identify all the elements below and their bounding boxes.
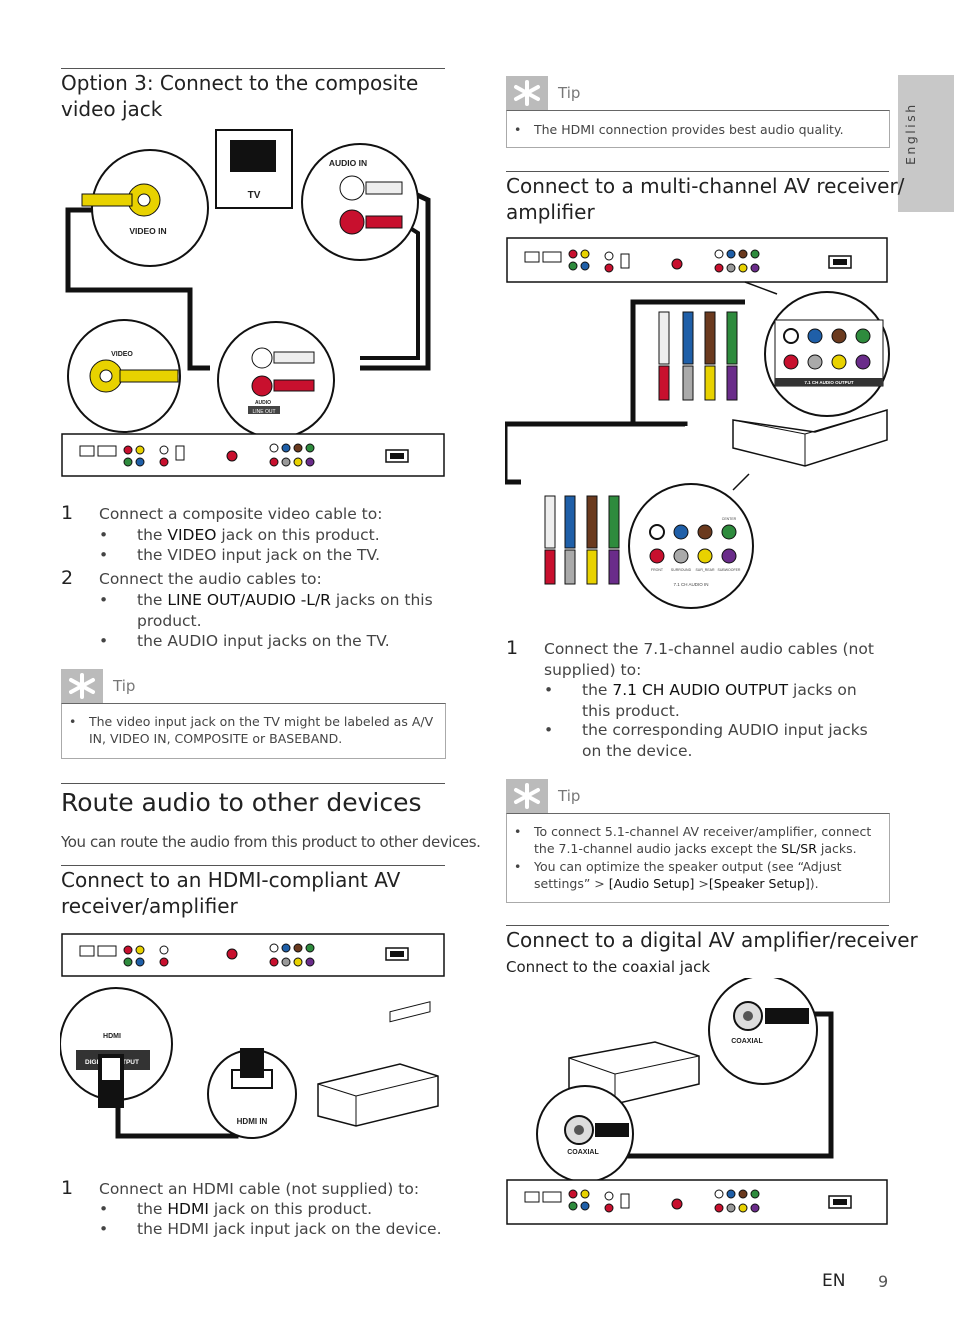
composite-connection-diagram: TV VIDEO IN AUDIO IN VIDEO AUDIO LINE OU… <box>61 129 445 477</box>
route-audio-intro: You can route the audio from this produc… <box>61 833 481 851</box>
composite-step-2-bullet-2: • the AUDIO input jacks on the TV. <box>99 632 390 650</box>
video-label: VIDEO <box>111 351 133 358</box>
surround-label: SURROUND <box>671 568 692 572</box>
tv-label: TV <box>248 190 261 201</box>
footer-language: EN <box>822 1271 846 1291</box>
audio-label: AUDIO <box>255 400 271 406</box>
center-label: CENTER <box>722 517 737 521</box>
multichannel-tip: Tip • To connect 5.1-channel AV receiver… <box>506 779 890 903</box>
section-rule <box>506 171 889 172</box>
tip-icon <box>61 669 103 703</box>
sur-rear-label: SUR_REAR <box>695 568 715 572</box>
composite-step-2: 2 Connect the audio cables to: <box>61 567 322 589</box>
ch-audio-output-label: 7.1 CH AUDIO OUTPUT <box>804 380 854 385</box>
multichannel-heading: Connect to a multi-channel AV receiver/ … <box>506 174 905 224</box>
hdmi-tip: Tip • The HDMI connection provides best … <box>506 76 890 148</box>
tip-icon <box>506 779 548 813</box>
coaxial-subheading: Connect to the coaxial jack <box>506 958 711 976</box>
video-in-label: VIDEO IN <box>129 226 166 236</box>
hdmi-in-label: HDMI IN <box>237 1117 268 1126</box>
tip-item: • You can optimize the speaker output (s… <box>514 859 842 891</box>
hdmi-connection-diagram: HDMI DIGITAL OUTPUT HDMI IN <box>60 933 445 1139</box>
subwoofer-label: SUBWOOFER <box>718 568 741 572</box>
digital-heading: Connect to a digital AV amplifier/receiv… <box>506 928 918 952</box>
tip-item: • To connect 5.1-channel AV receiver/amp… <box>514 824 872 856</box>
tip-label: Tip <box>558 84 581 102</box>
section-rule <box>61 783 445 784</box>
section-rule <box>506 925 889 926</box>
language-tab-label: English <box>903 102 918 165</box>
hdmi-logo-label: HDMI <box>103 1033 121 1040</box>
composite-step-1-bullet-1: • the VIDEO jack on this product. <box>99 526 380 544</box>
coaxial-player-label: COAXIAL <box>567 1149 599 1156</box>
hdmi-step-1-bullet-2: • the HDMI jack input jack on the device… <box>99 1220 442 1238</box>
audio-in-label: AUDIO IN <box>329 158 367 168</box>
hdmi-step-1-bullet-1: • the HDMI jack on this product. <box>99 1200 373 1218</box>
composite-step-1: 1 Connect a composite video cable to: <box>61 502 383 524</box>
composite-heading: Option 3: Connect to the composite video… <box>61 71 419 121</box>
page-number: 9 <box>878 1272 889 1291</box>
hdmi-step-1: 1 Connect an HDMI cable (not supplied) t… <box>61 1177 420 1199</box>
multichannel-connection-diagram: 7.1 CH AUDIO OUTPUT CENTER FRONT SURROUN… <box>505 237 890 609</box>
tip-icon <box>506 76 548 110</box>
route-audio-heading: Route audio to other devices <box>61 788 422 817</box>
tip-label: Tip <box>113 677 136 695</box>
section-rule <box>61 68 445 69</box>
section-rule <box>61 865 445 866</box>
hdmi-heading: Connect to an HDMI-compliant AV receiver… <box>61 868 401 918</box>
language-tab <box>898 75 954 212</box>
composite-tip: Tip • The video input jack on the TV mig… <box>61 669 446 759</box>
coaxial-receiver-label: COAXIAL <box>731 1038 763 1045</box>
multichannel-step-1: 1 Connect the 7.1-channel audio cables (… <box>506 637 874 679</box>
front-label: FRONT <box>651 568 664 572</box>
ch-audio-in-label: 7.1 CH AUDIO IN <box>673 582 708 587</box>
line-out-label: LINE OUT <box>252 409 275 415</box>
coaxial-connection-diagram: COAXIAL COAXIAL <box>506 978 888 1225</box>
composite-step-1-bullet-2: • the VIDEO input jack on the TV. <box>99 546 381 564</box>
tip-label: Tip <box>558 787 581 805</box>
